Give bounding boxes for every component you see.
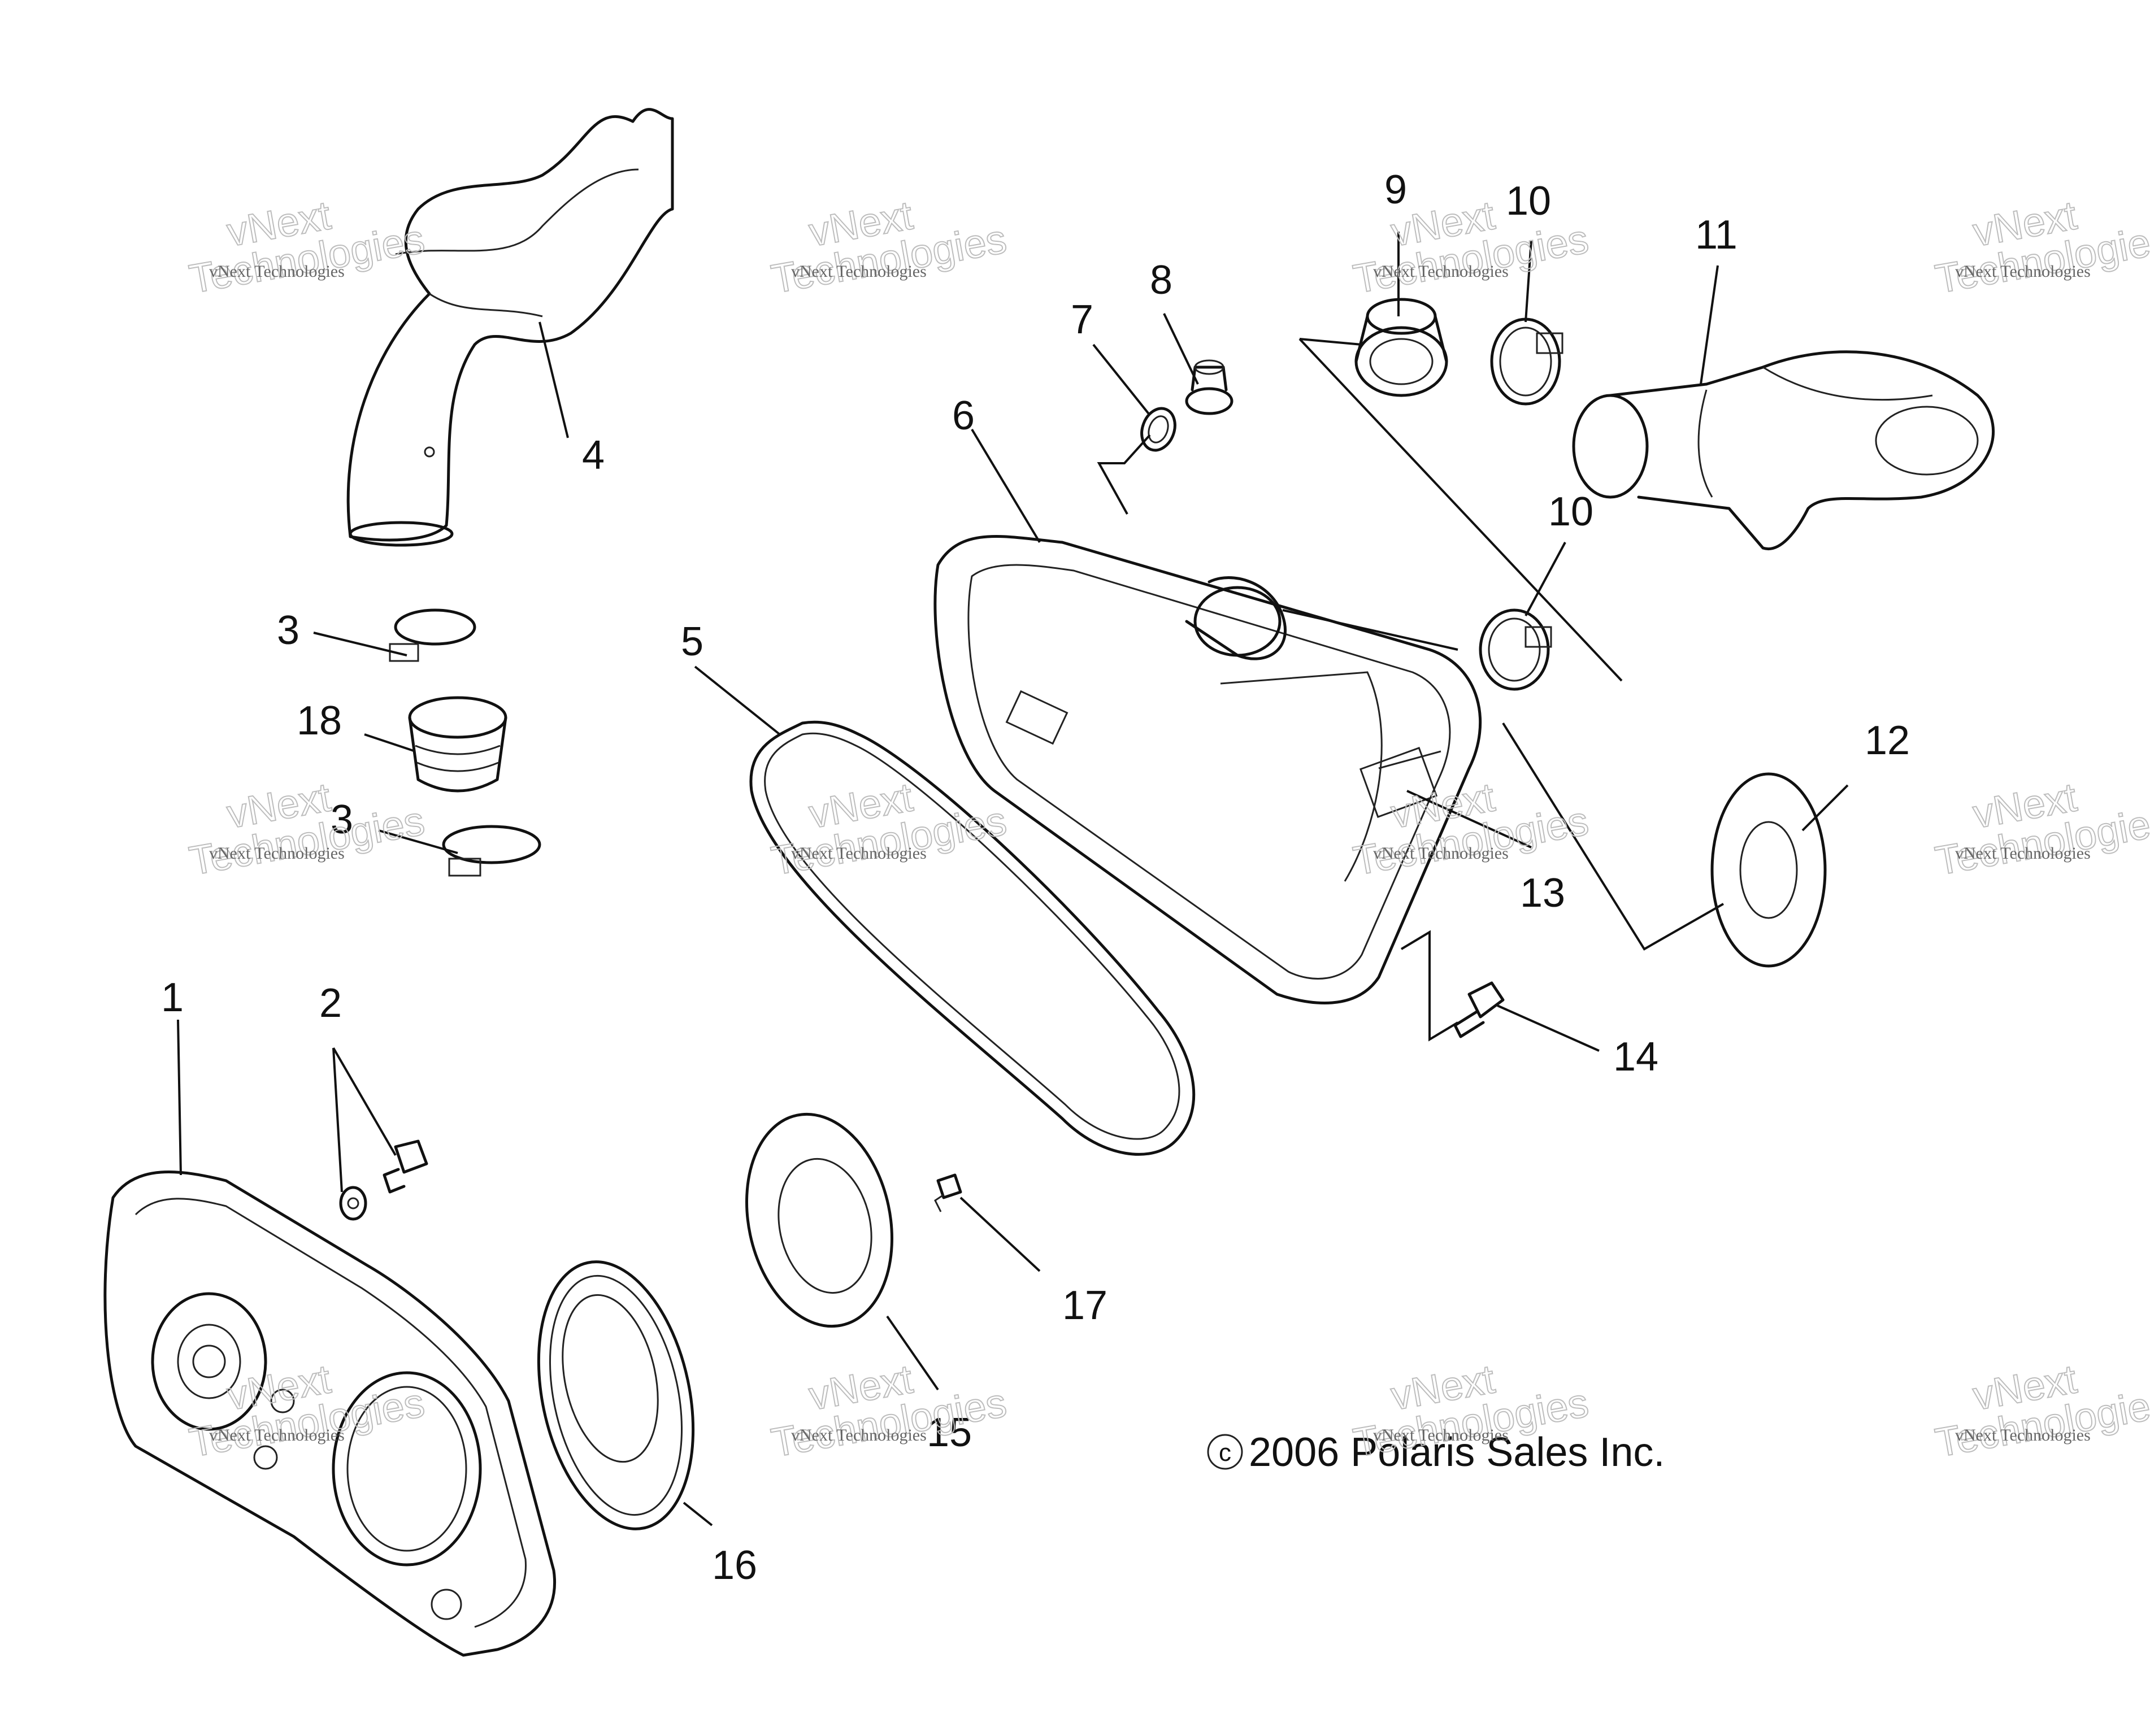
- watermark: vNext Technologies vNext Technologies: [1931, 192, 2150, 303]
- bolt-part-14: [1453, 981, 1505, 1038]
- callout-15: 15: [927, 1410, 972, 1455]
- clamp-part-lower: [442, 825, 541, 877]
- watermark: vNext Technologies vNext Technologies: [767, 774, 1010, 885]
- callout-7: 7: [1071, 297, 1093, 342]
- decal-part: [1360, 746, 1437, 819]
- leader-3-upper: [313, 632, 407, 656]
- svg-text:vNext Technologies: vNext Technologies: [1373, 844, 1509, 863]
- callout-10-upper: 10: [1506, 179, 1551, 224]
- clamp-part-upper: [389, 608, 476, 662]
- leader-1: [177, 1019, 182, 1176]
- seal-ring-part: [1710, 772, 1827, 968]
- inner-clutch-cover-part: [103, 1171, 556, 1657]
- callout-2: 2: [319, 981, 342, 1026]
- svg-text:vNext Technologies: vNext Technologies: [791, 1426, 927, 1445]
- screw-part: [934, 1173, 962, 1212]
- callout-18: 18: [297, 698, 342, 743]
- copyright-circle: [1207, 1434, 1243, 1470]
- leader-10-lower: [1524, 542, 1566, 616]
- callout-numbers: 1 2 3 3 4 5 6 7 8 9 10 10 11 12 13 14 15…: [161, 167, 1910, 1588]
- intake-duct-part: [346, 108, 674, 547]
- callout-11: 11: [1695, 212, 1738, 258]
- callout-8: 8: [1150, 258, 1172, 303]
- callout-10-lower: 10: [1548, 489, 1593, 534]
- copyright-text: 2006 Polaris Sales Inc.: [1249, 1430, 1665, 1475]
- o-ring-part: [1140, 407, 1176, 452]
- watermark: vNext Technologies vNext Technologies: [185, 774, 428, 885]
- leader-4: [538, 321, 569, 438]
- callout-14: 14: [1613, 1034, 1658, 1080]
- leader-9: [1298, 232, 1623, 682]
- leader-5: [694, 665, 781, 736]
- watermark: vNext Technologies vNext Technologies: [185, 192, 428, 303]
- svg-text:vNext Technologies: vNext Technologies: [1373, 1426, 1509, 1445]
- svg-text:vNext Technologies: vNext Technologies: [1373, 262, 1509, 281]
- callout-3-upper: 3: [277, 608, 299, 653]
- svg-text:vNext Technologies: vNext Technologies: [1955, 844, 2091, 863]
- svg-text:vNext Technologies: vNext Technologies: [791, 844, 927, 863]
- leader-6: [971, 428, 1041, 543]
- clamp-part-middle-right: [1479, 608, 1552, 691]
- outer-clutch-cover-part: [933, 535, 1482, 1004]
- watermark: vNext Technologies vNext Technologies: [767, 192, 1010, 303]
- callout-5: 5: [681, 619, 703, 664]
- leader-7: [1092, 343, 1151, 515]
- watermark: vNext Technologies vNext Technologies: [185, 1356, 428, 1467]
- leader-13: [1406, 790, 1532, 849]
- leader-3-lower: [378, 829, 458, 854]
- clutch-seal-part: [537, 1260, 695, 1530]
- callout-12: 12: [1865, 718, 1910, 763]
- watermarks: vNext Technologies vNext Technologies vN…: [185, 192, 2150, 1467]
- watermark: vNext Technologies vNext Technologies: [1349, 774, 1592, 885]
- callout-9: 9: [1384, 167, 1407, 212]
- svg-text:vNext Technologies: vNext Technologies: [791, 262, 927, 281]
- leader-2: [332, 1047, 397, 1193]
- leader-17: [959, 1197, 1041, 1272]
- svg-text:vNext Technologies: vNext Technologies: [1955, 262, 2091, 281]
- drive-belt-part: [749, 720, 1196, 1156]
- leader-12: [1502, 722, 1849, 951]
- retaining-plate-part: [745, 1112, 893, 1328]
- boot-part: [408, 696, 507, 793]
- watermark: vNext Technologies vNext Technologies: [767, 1356, 1010, 1467]
- callout-6: 6: [952, 393, 975, 438]
- clamp-part-upper-right: [1490, 317, 1563, 406]
- leader-11: [1700, 265, 1719, 385]
- watermark: vNext Technologies vNext Technologies: [1931, 1356, 2150, 1467]
- plug-part: [1185, 359, 1233, 415]
- leader-10-upper: [1524, 240, 1532, 323]
- callout-16: 16: [712, 1543, 757, 1588]
- leader-lines: [177, 232, 1849, 1526]
- outlet-duct-part: [1572, 350, 1995, 550]
- callout-13: 13: [1520, 871, 1565, 916]
- watermark-small: vNext Technologies: [209, 262, 345, 281]
- coupler-part: [1354, 298, 1448, 397]
- watermark: vNext Technologies vNext Technologies: [1349, 192, 1592, 303]
- svg-text:vNext Technologies: vNext Technologies: [1955, 1426, 2091, 1445]
- watermark: vNext Technologies vNext Technologies: [1931, 774, 2150, 885]
- svg-text:vNext Technologies: vNext Technologies: [209, 1426, 345, 1445]
- callout-17: 17: [1062, 1283, 1107, 1328]
- svg-text:vNext Technologies: vNext Technologies: [209, 844, 345, 863]
- callout-4: 4: [582, 433, 605, 478]
- copyright-symbol: c: [1219, 1439, 1231, 1467]
- callout-3-lower: 3: [331, 797, 353, 842]
- leader-18: [364, 733, 416, 752]
- callout-1: 1: [161, 975, 184, 1020]
- bolt-washer-part: [339, 1139, 428, 1221]
- leader-16: [683, 1502, 713, 1526]
- leader-cover-to-clamp: [1282, 609, 1458, 651]
- leader-14: [1400, 930, 1600, 1052]
- leader-8: [1163, 313, 1199, 385]
- copyright-notice: c 2006 Polaris Sales Inc.: [1207, 1430, 1665, 1475]
- leader-15: [886, 1315, 939, 1391]
